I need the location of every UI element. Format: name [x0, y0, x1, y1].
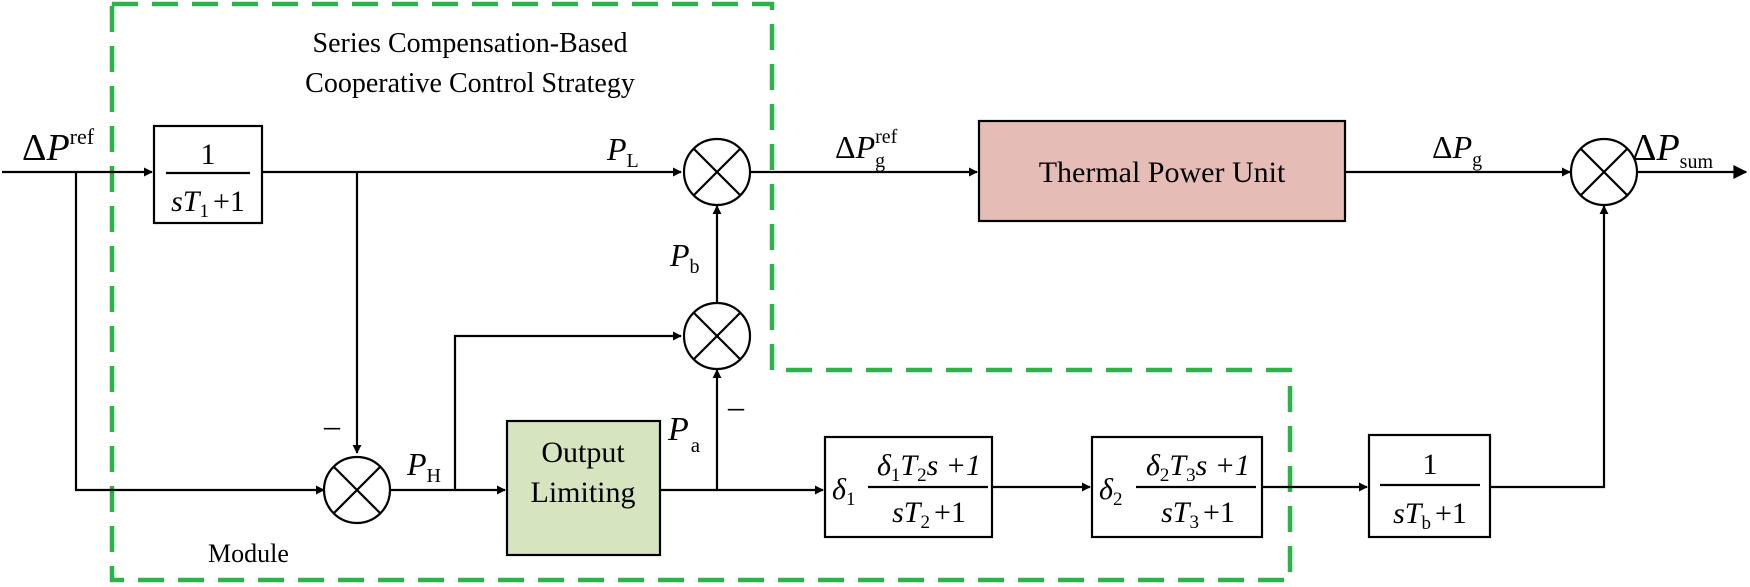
lowpass-Tb-block: 1 sTb+1 [1367, 433, 1492, 539]
output-limiting-label-line-1: Output [541, 436, 625, 469]
output-limiting-block: Output Limiting [505, 419, 662, 557]
output-limiting-label-line-2: Limiting [531, 476, 636, 509]
signal-PL: PL [606, 131, 639, 172]
summing-junction-output [1569, 137, 1639, 207]
signal-dPsum: ΔPsum [1632, 127, 1713, 173]
lowpass-T1-block: 1 sT1+1 [152, 124, 264, 225]
minus-sign-middle-sum: – [727, 388, 745, 424]
region-title-line-2: Cooperative Control Strategy [305, 68, 635, 99]
thermal-power-unit-block: Thermal Power Unit [977, 119, 1347, 223]
signal-dPg-ref: ΔPgref [835, 126, 898, 172]
cooperative-control-region-outline [109, 1, 1293, 583]
summing-junction-top [682, 137, 752, 207]
summing-junction-lower [322, 455, 392, 525]
lead-lag-1-denominator: sT2+1 [892, 496, 966, 533]
lowpass-T1-denominator: sT1+1 [171, 185, 245, 222]
lowpass-Tb-numerator: 1 [1423, 448, 1438, 481]
minus-sign-lower-sum: – [323, 407, 341, 443]
thermal-power-unit-label: Thermal Power Unit [1039, 156, 1286, 189]
summing-junction-middle [682, 301, 752, 371]
lead-lag-2-block: δ2 δ2T3s +1 sT3+1 [1090, 435, 1264, 539]
signal-Pa: Pa [667, 411, 701, 457]
lowpass-Tb-denominator: sTb+1 [1393, 497, 1467, 534]
lead-lag-2-gain: δ2 [1099, 473, 1122, 510]
lead-lag-2-numerator: δ2T3s +1 [1146, 449, 1250, 486]
lead-lag-1-block: δ1 δ1T2s +1 sT2+1 [823, 435, 994, 539]
lead-lag-1-gain: δ1 [832, 473, 855, 510]
signal-input-dPref: ΔPref [22, 124, 95, 169]
lead-lag-1-numerator: δ1T2s +1 [877, 449, 981, 486]
wire-input-branch [74, 172, 325, 495]
wire-PH-branch [453, 331, 682, 490]
region-title-line-1: Series Compensation-Based [313, 28, 628, 59]
lead-lag-2-denominator: sT3+1 [1161, 496, 1235, 533]
wire-Tb-to-output-sum [1490, 205, 1609, 489]
signal-PH: PH [406, 446, 441, 487]
signal-Pb: Pb [669, 237, 700, 278]
module-label: Module [208, 539, 289, 568]
lowpass-T1-numerator: 1 [201, 138, 216, 171]
signal-dPg: ΔPg [1432, 129, 1482, 171]
